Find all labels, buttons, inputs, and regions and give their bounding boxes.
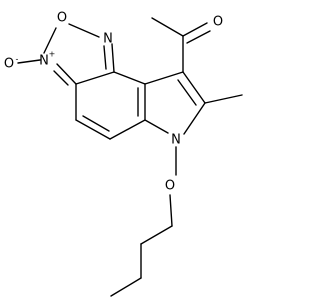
bond-cacyl-ch3 xyxy=(151,17,184,37)
atom-label-n-oxide-o: O xyxy=(4,57,14,72)
bond-c4-c5 xyxy=(75,119,111,140)
bond-c5-c5a xyxy=(109,119,146,140)
bond-ntop-c7a-double xyxy=(103,45,107,70)
atom-charge-n-oxide-o: - xyxy=(16,55,19,64)
bond-c4-c5-double xyxy=(82,115,110,132)
atom-label-n-plus: N xyxy=(39,54,49,69)
bond-c8-c7 xyxy=(182,71,206,104)
bond-c7-n6 xyxy=(183,102,206,135)
bond-c8b-c7a xyxy=(113,71,146,85)
bond-oether-c1 xyxy=(169,194,173,227)
bond-c3a-nplus-double xyxy=(53,70,69,86)
bond-oring-ntop xyxy=(68,23,100,38)
bond-c3a-nplus xyxy=(56,63,77,85)
bond-cacyl-oketone-double xyxy=(186,30,211,44)
bond-c8-c7-double xyxy=(177,79,197,106)
bond-c8b-c8 xyxy=(144,71,184,85)
bond-c3-c4 xyxy=(110,277,142,297)
structure-canvas: O N N + O - O N O xyxy=(3,10,243,297)
bond-c1-c2 xyxy=(140,225,173,245)
bond-c7-methyl xyxy=(204,94,243,104)
atom-label-ring-o: O xyxy=(57,11,67,26)
bond-group xyxy=(17,17,243,297)
atom-label-group: O N N + O - O N O xyxy=(4,11,223,194)
bond-nplus-ominus xyxy=(17,59,41,64)
molecule-structure: O N N + O - O N O xyxy=(4,11,243,297)
atom-charge-n-plus: + xyxy=(49,50,56,59)
bond-nplus-oring xyxy=(43,27,57,54)
atom-label-o-ketone: O xyxy=(213,15,223,30)
atom-label-o-ether: O xyxy=(165,179,175,194)
bond-n6-c5a xyxy=(144,119,169,134)
bond-cacyl-oketone xyxy=(182,22,208,37)
bond-c7a-c3a xyxy=(75,71,115,85)
bond-ntop-c7a xyxy=(111,43,115,73)
atom-label-n-indole: N xyxy=(171,133,181,148)
atom-label-n-top: N xyxy=(103,32,113,47)
